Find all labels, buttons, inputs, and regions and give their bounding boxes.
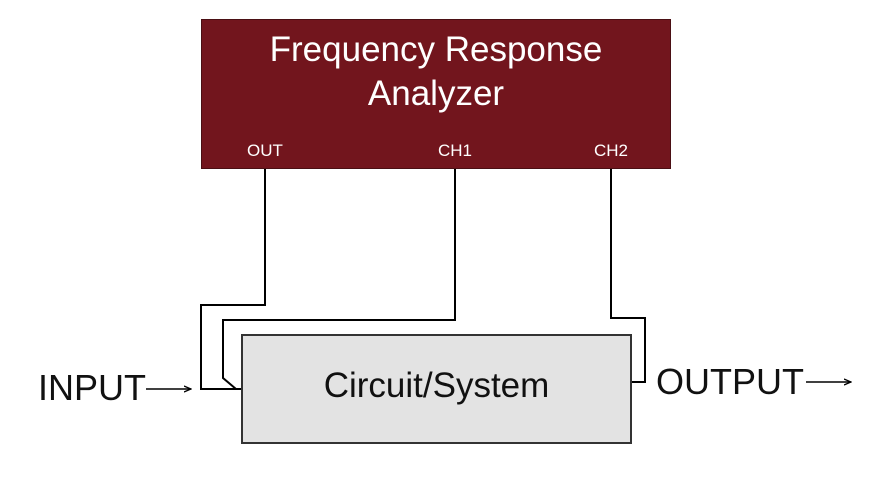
- analyzer-title-line1: Frequency Response: [269, 30, 603, 69]
- out-wire: [200, 169, 266, 390]
- ch1-wire: [222, 169, 456, 390]
- output-label: OUTPUT: [656, 361, 804, 402]
- ch2-wire: [610, 169, 646, 383]
- analyzer-title-line2: Analyzer: [367, 74, 505, 113]
- circuit-system-label: Circuit/System: [323, 366, 550, 405]
- port-label-out: OUT: [247, 141, 283, 160]
- port-label-ch2: CH2: [593, 141, 628, 160]
- circuit-system-box: [241, 334, 632, 444]
- analyzer-title: Frequency Response Analyzer: [201, 28, 671, 116]
- input-label: INPUT: [38, 367, 146, 408]
- analyzer-background: [201, 19, 671, 169]
- port-label-ch1: CH1: [437, 141, 472, 160]
- frequency-response-analyzer-box: [201, 19, 671, 169]
